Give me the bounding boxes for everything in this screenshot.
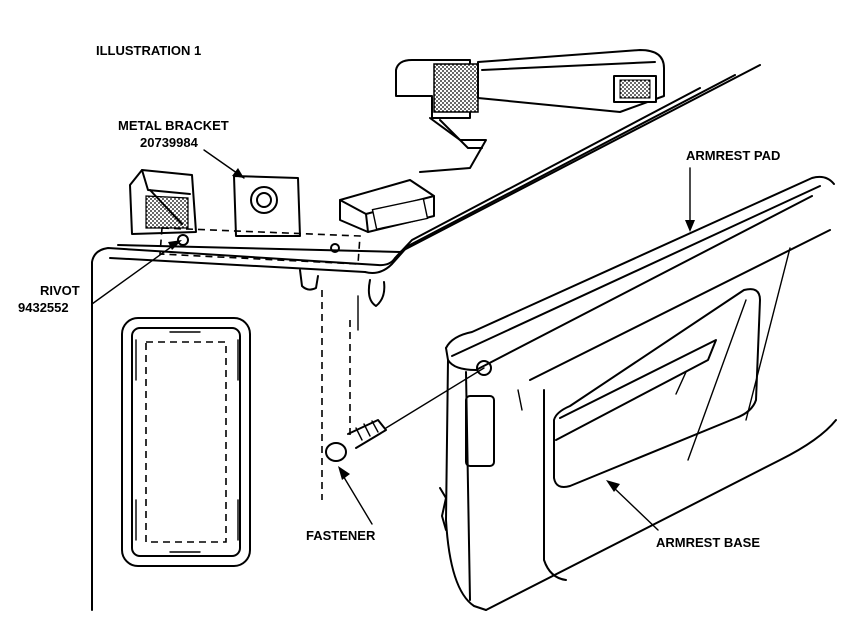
rivot-part-number: 9432552: [18, 300, 69, 315]
metal-bracket: [233, 175, 301, 237]
armrest-assembly: [439, 175, 837, 611]
leader-lines: [91, 149, 695, 531]
left-latch-housing: [129, 169, 197, 235]
metal-bracket-label: METAL BRACKET: [118, 118, 229, 133]
upper-latch: [395, 49, 665, 173]
metal-bracket-part-number: 20739984: [140, 135, 199, 150]
seat-back-cutout: [121, 317, 251, 567]
armrest-base-label: ARMREST BASE: [656, 535, 760, 550]
center-block: [339, 179, 435, 233]
seat-frame: [91, 64, 761, 611]
rivot-label: RIVOT: [40, 283, 80, 298]
illustration-title: ILLUSTRATION 1: [96, 43, 201, 58]
armrest-pad-label: ARMREST PAD: [686, 148, 780, 163]
fastener-screw: [325, 367, 485, 462]
fastener-label: FASTENER: [306, 528, 376, 543]
rivet-plate: [159, 227, 361, 265]
